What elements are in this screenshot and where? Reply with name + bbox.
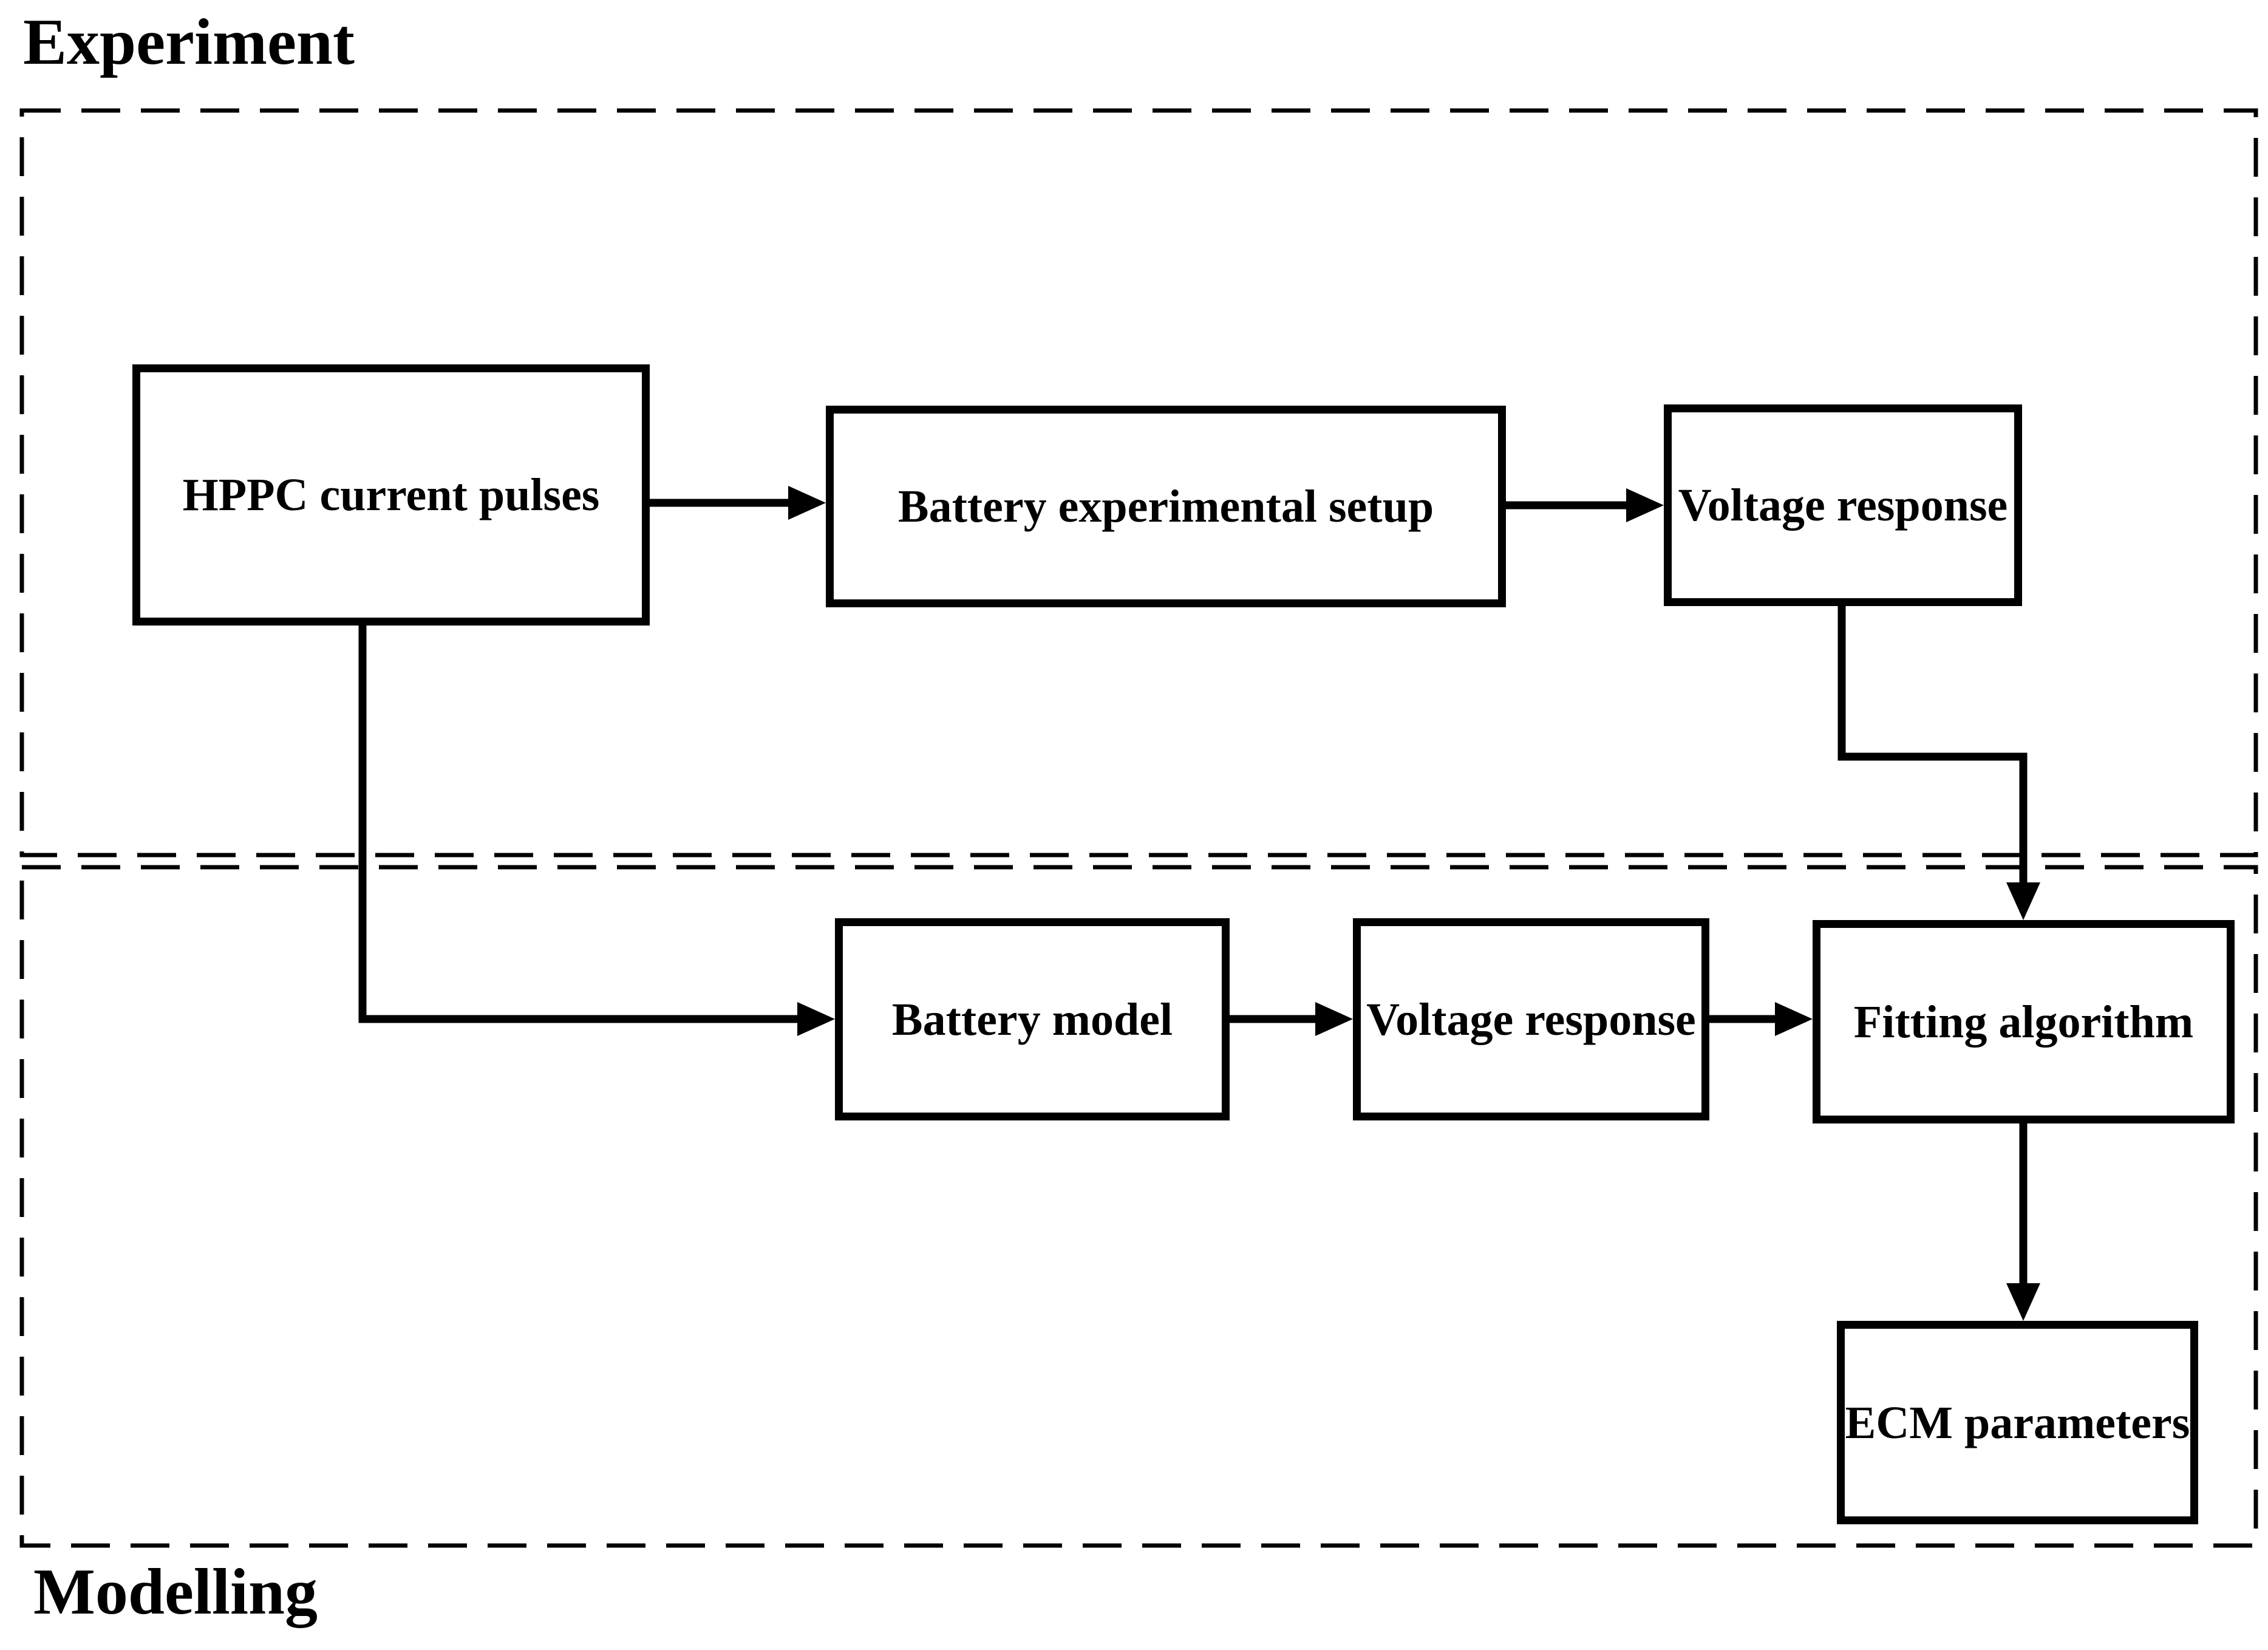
experiment-section-label: Experiment [23,6,355,78]
arrow-hppc-to-battery-experimental-setup [649,486,826,520]
node-voltage-response-experiment: Voltage response [1664,404,2022,606]
node-voltage-response-experiment-label: Voltage response [1678,480,2008,531]
node-hppc-current-pulses-label: HPPC current pulses [182,469,600,520]
node-battery-model-label: Battery model [891,994,1173,1045]
arrow-hppc-to-battery-model [358,626,835,1036]
node-ecm-parameters-label: ECM parameters [1845,1397,2190,1448]
node-ecm-parameters: ECM parameters [1837,1321,2198,1524]
arrow-fitting-algorithm-to-ecm-parameters [2006,1123,2040,1321]
arrow-voltage-response-to-fitting-algorithm [1837,606,2040,920]
node-voltage-response-model: Voltage response [1353,918,1709,1120]
arrow-battery-experimental-setup-to-voltage-response [1506,488,1664,522]
modelling-section-label: Modelling [33,1556,318,1628]
node-fitting-algorithm: Fitting algorithm [1813,920,2235,1123]
arrow-voltage-response-model-to-fitting-algorithm [1709,1002,1813,1036]
node-battery-experimental-setup: Battery experimental setup [826,406,1506,607]
node-fitting-algorithm-label: Fitting algorithm [1853,996,2194,1048]
arrow-battery-model-to-voltage-response [1230,1002,1353,1036]
node-battery-experimental-setup-label: Battery experimental setup [897,481,1434,532]
node-hppc-current-pulses: HPPC current pulses [132,364,650,626]
node-voltage-response-model-label: Voltage response [1366,994,1696,1045]
modelling-section-border [19,865,2258,1548]
node-battery-model: Battery model [835,918,1230,1120]
